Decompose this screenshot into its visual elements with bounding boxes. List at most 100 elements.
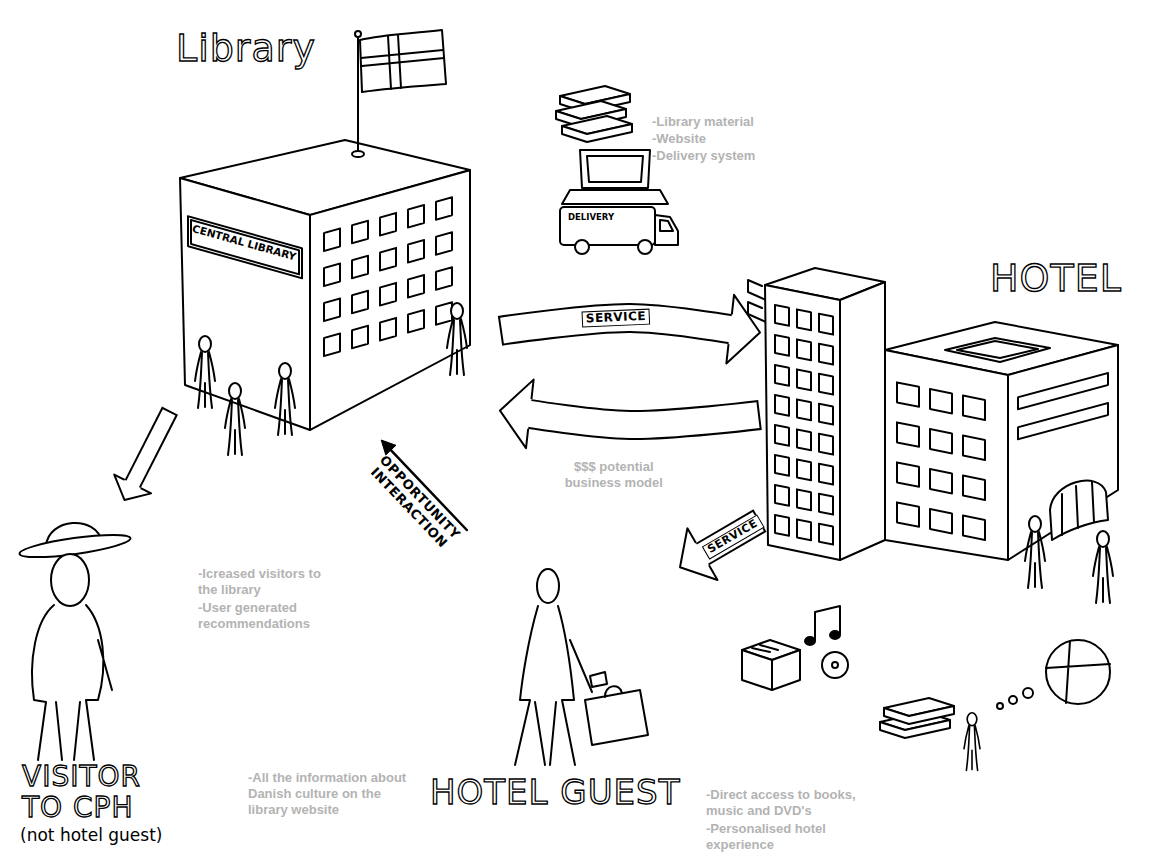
hotel-building: HOTEL [760, 250, 1125, 580]
hotel-flags [748, 280, 766, 322]
library-building: LibraryCENTRAL LIBRARY [170, 20, 500, 440]
visitor-body [32, 605, 112, 760]
guest-suitcase [585, 690, 648, 745]
arrow-head-fill [114, 475, 151, 500]
library-sign [188, 216, 302, 278]
edge-note: $$$ potential business model [549, 459, 679, 491]
arrow-shaft-fill [528, 414, 758, 425]
hotel-tower-left [765, 285, 840, 560]
dvd-hole [832, 662, 838, 668]
arrow-head [726, 295, 760, 364]
arrow-head-fill [726, 295, 760, 364]
library-right-wall-group [310, 170, 470, 430]
person-figure [1093, 531, 1113, 603]
computer-monitor [580, 150, 650, 188]
hotel-windows [775, 305, 833, 545]
hotel-awning [1050, 481, 1108, 540]
library-windows [324, 197, 452, 356]
hotel-low-right [1008, 345, 1118, 560]
annotation-note: -User generated recommendations [198, 600, 330, 632]
music-note-head [830, 631, 840, 639]
building-title: Library [176, 28, 316, 70]
connector-arrow [500, 380, 760, 449]
flagpole-top [355, 31, 361, 37]
annotation-note: -Icreased visitors to the library [198, 566, 330, 598]
hotel-tower-right [840, 282, 885, 560]
suitcase-handle [605, 686, 622, 697]
building-title: HOTEL [990, 258, 1122, 300]
figure-caption: HOTEL GUEST [430, 774, 680, 811]
truck-lettering: DELIVERY [568, 212, 614, 222]
computer-screen [587, 156, 643, 182]
truck-cab [655, 215, 678, 245]
annotation-note: -Delivery system [652, 148, 872, 164]
visitor-head [51, 554, 89, 606]
annotation-note: -Library material [652, 114, 872, 130]
awning-stripes [1062, 482, 1094, 535]
annotation-note: -All the information about Danish cultur… [248, 770, 410, 818]
edge-label: OPPORTUNITY INTERACTION [364, 451, 465, 555]
flagpole [357, 36, 359, 152]
hotel-pool-water [957, 341, 1038, 358]
danish-flag [360, 30, 446, 92]
person-figure [225, 383, 245, 455]
arrow-head [114, 475, 151, 500]
hotel-low-left [885, 350, 1008, 560]
hotel-band-windows [1018, 373, 1108, 439]
person-figure [964, 713, 980, 771]
music-note [815, 606, 840, 640]
thought-bubble [1023, 688, 1033, 698]
library-right-wall [310, 170, 470, 430]
arrow-head-fill [500, 380, 534, 449]
flagpole-base [352, 151, 364, 157]
arrow-shaft-outline [528, 414, 760, 425]
guest-head [537, 569, 559, 603]
thought-bubble [1009, 696, 1017, 704]
truck-window [660, 220, 673, 231]
book-stack [884, 698, 954, 724]
sign-frame-inner [191, 220, 299, 274]
person-figure [447, 303, 467, 375]
edge-label: SERVICE [582, 309, 651, 328]
guest-body [515, 606, 592, 765]
hotel-guest-figure: HOTEL GUEST [420, 530, 680, 840]
computer-keyboard [562, 190, 668, 204]
hotel-windows [897, 382, 985, 540]
dvd-disc [822, 652, 848, 678]
person-figure [275, 363, 295, 435]
building-sign: CENTRAL LIBRARY [191, 223, 297, 263]
figure-caption: VISITOR TO CPH [22, 762, 192, 824]
truck-wheel [575, 240, 589, 254]
arrow-shaft-outline [132, 411, 170, 486]
visitor-figure: VISITOR TO CPH (not hotel guest) [20, 500, 210, 850]
hotel-low-windows-group [897, 382, 985, 540]
truck-wheel [638, 240, 652, 254]
book-stack [562, 116, 632, 142]
person-figure [195, 336, 215, 408]
thought-flag-cross [1046, 641, 1110, 703]
hotel-tower-windows-group [775, 305, 833, 545]
annotation-note: -Website [652, 131, 872, 147]
connector-arrow [500, 295, 760, 364]
thought-bubble [997, 703, 1003, 709]
flag-cross [361, 35, 444, 89]
media-box-edge [752, 645, 778, 690]
hotel-pool [945, 338, 1050, 362]
annotation-note: -Personalised hotel experience [706, 821, 866, 853]
luggage-tag [590, 672, 607, 687]
figure-note: (not hotel guest) [20, 826, 162, 845]
hotel-band-windows-group [1018, 373, 1108, 439]
thought-flag-circle [1046, 640, 1110, 704]
sign-frame [188, 216, 302, 278]
connector-arrow [114, 411, 170, 500]
music-note-head [805, 637, 815, 645]
library-left-wall [180, 178, 310, 430]
arrow-shaft-fill [132, 412, 169, 485]
person-figure [1025, 516, 1045, 588]
annotation-note: -Direct access to books, music and DVD's [706, 787, 896, 819]
arrow-head [500, 380, 534, 449]
truck-body [560, 207, 655, 245]
